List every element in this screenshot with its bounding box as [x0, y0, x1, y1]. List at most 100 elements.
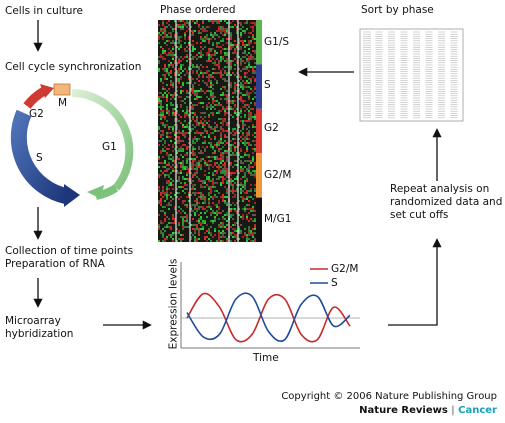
heatmap-cell	[224, 130, 226, 132]
heatmap-cell	[216, 204, 218, 206]
heatmap-cell	[158, 158, 160, 160]
heatmap-cell	[238, 238, 240, 240]
heatmap-cell	[158, 202, 160, 204]
heatmap-cell	[232, 154, 234, 156]
heatmap-cell	[234, 142, 236, 144]
heatmap-cell	[236, 130, 238, 132]
heatmap-cell	[200, 38, 202, 40]
heatmap-cell	[250, 82, 252, 84]
heatmap-cell	[226, 112, 228, 114]
heatmap-cell	[206, 84, 208, 86]
heatmap-cell	[214, 182, 216, 184]
heatmap-cell	[240, 78, 242, 80]
heatmap-cell	[188, 82, 190, 84]
heatmap-cell	[168, 154, 170, 156]
heatmap-cell	[200, 32, 202, 34]
heatmap-cell	[202, 66, 204, 68]
heatmap-cell	[254, 188, 256, 190]
heatmap-cell	[248, 126, 250, 128]
heatmap-cell	[224, 178, 226, 180]
heatmap-cell	[188, 196, 190, 198]
heatmap-cell	[186, 96, 188, 98]
heatmap-cell	[240, 170, 242, 172]
heatmap-cell	[176, 36, 178, 38]
heatmap-cell	[162, 50, 164, 52]
heatmap-cell	[188, 192, 190, 194]
heatmap-cell	[186, 112, 188, 114]
heatmap-cell	[244, 52, 246, 54]
heatmap-cell	[160, 130, 162, 132]
heatmap-cell	[204, 40, 206, 42]
heatmap-cell	[238, 28, 240, 30]
heatmap-cell	[186, 196, 188, 198]
heatmap-cell	[218, 68, 220, 70]
heatmap-cell	[236, 176, 238, 178]
heatmap-cell	[220, 134, 222, 136]
heatmap-cell	[176, 34, 178, 36]
heatmap-cell	[194, 48, 196, 50]
heatmap-cell	[240, 130, 242, 132]
heatmap-cell	[246, 160, 248, 162]
heatmap-cell	[182, 156, 184, 158]
heatmap-cell	[160, 232, 162, 234]
heatmap-cell	[158, 126, 160, 128]
heatmap-cell	[242, 42, 244, 44]
heatmap-cell	[246, 218, 248, 220]
heatmap-cell	[192, 128, 194, 130]
heatmap-cell	[180, 208, 182, 210]
heatmap-cell	[198, 238, 200, 240]
heatmap-cell	[164, 162, 166, 164]
heatmap-cell	[188, 42, 190, 44]
label-synchronization: Cell cycle synchronization	[5, 61, 142, 73]
heatmap-cell	[234, 92, 236, 94]
heatmap-cell	[224, 52, 226, 54]
cycle-m-block	[53, 83, 71, 96]
heatmap-cell	[196, 90, 198, 92]
heatmap-cell	[182, 166, 184, 168]
heatmap-cell	[232, 44, 234, 46]
heatmap-cell	[166, 110, 168, 112]
heatmap-cell	[250, 188, 252, 190]
heatmap-cell	[226, 74, 228, 76]
heatmap-cell	[216, 158, 218, 160]
heatmap-cell	[172, 82, 174, 84]
heatmap-cell	[220, 128, 222, 130]
heatmap-cell	[220, 158, 222, 160]
heatmap-cell	[208, 70, 210, 72]
heatmap-cell	[224, 168, 226, 170]
heatmap-cell	[162, 134, 164, 136]
heatmap-cell	[252, 232, 254, 234]
heatmap-cell	[196, 98, 198, 100]
heatmap-cell	[236, 56, 238, 58]
heatmap-cell	[224, 118, 226, 120]
heatmap-cell	[254, 70, 256, 72]
heatmap-cell	[192, 20, 194, 22]
heatmap-cell	[218, 200, 220, 202]
heatmap-cell	[194, 192, 196, 194]
heatmap-cell	[202, 142, 204, 144]
heatmap-cell	[248, 92, 250, 94]
heatmap-cell	[162, 236, 164, 238]
heatmap-cell	[166, 204, 168, 206]
heatmap-cell	[242, 156, 244, 158]
heatmap-cell	[188, 146, 190, 148]
heatmap-cell	[232, 46, 234, 48]
heatmap-cell	[232, 232, 234, 234]
heatmap-cell	[160, 30, 162, 32]
heatmap-cell	[198, 202, 200, 204]
heatmap-cell	[174, 44, 176, 46]
heatmap-cell	[238, 112, 240, 114]
heatmap-cell	[186, 206, 188, 208]
heatmap-cell	[186, 56, 188, 58]
heatmap-cell	[198, 178, 200, 180]
heatmap-cell	[194, 22, 196, 24]
heatmap-cell	[216, 142, 218, 144]
heatmap-cell	[168, 208, 170, 210]
heatmap-cell	[254, 214, 256, 216]
heatmap-cell	[224, 70, 226, 72]
heatmap-cell	[230, 232, 232, 234]
heatmap-cell	[172, 114, 174, 116]
heatmap-cell	[160, 34, 162, 36]
heatmap-cell	[222, 176, 224, 178]
heatmap-cell	[180, 162, 182, 164]
